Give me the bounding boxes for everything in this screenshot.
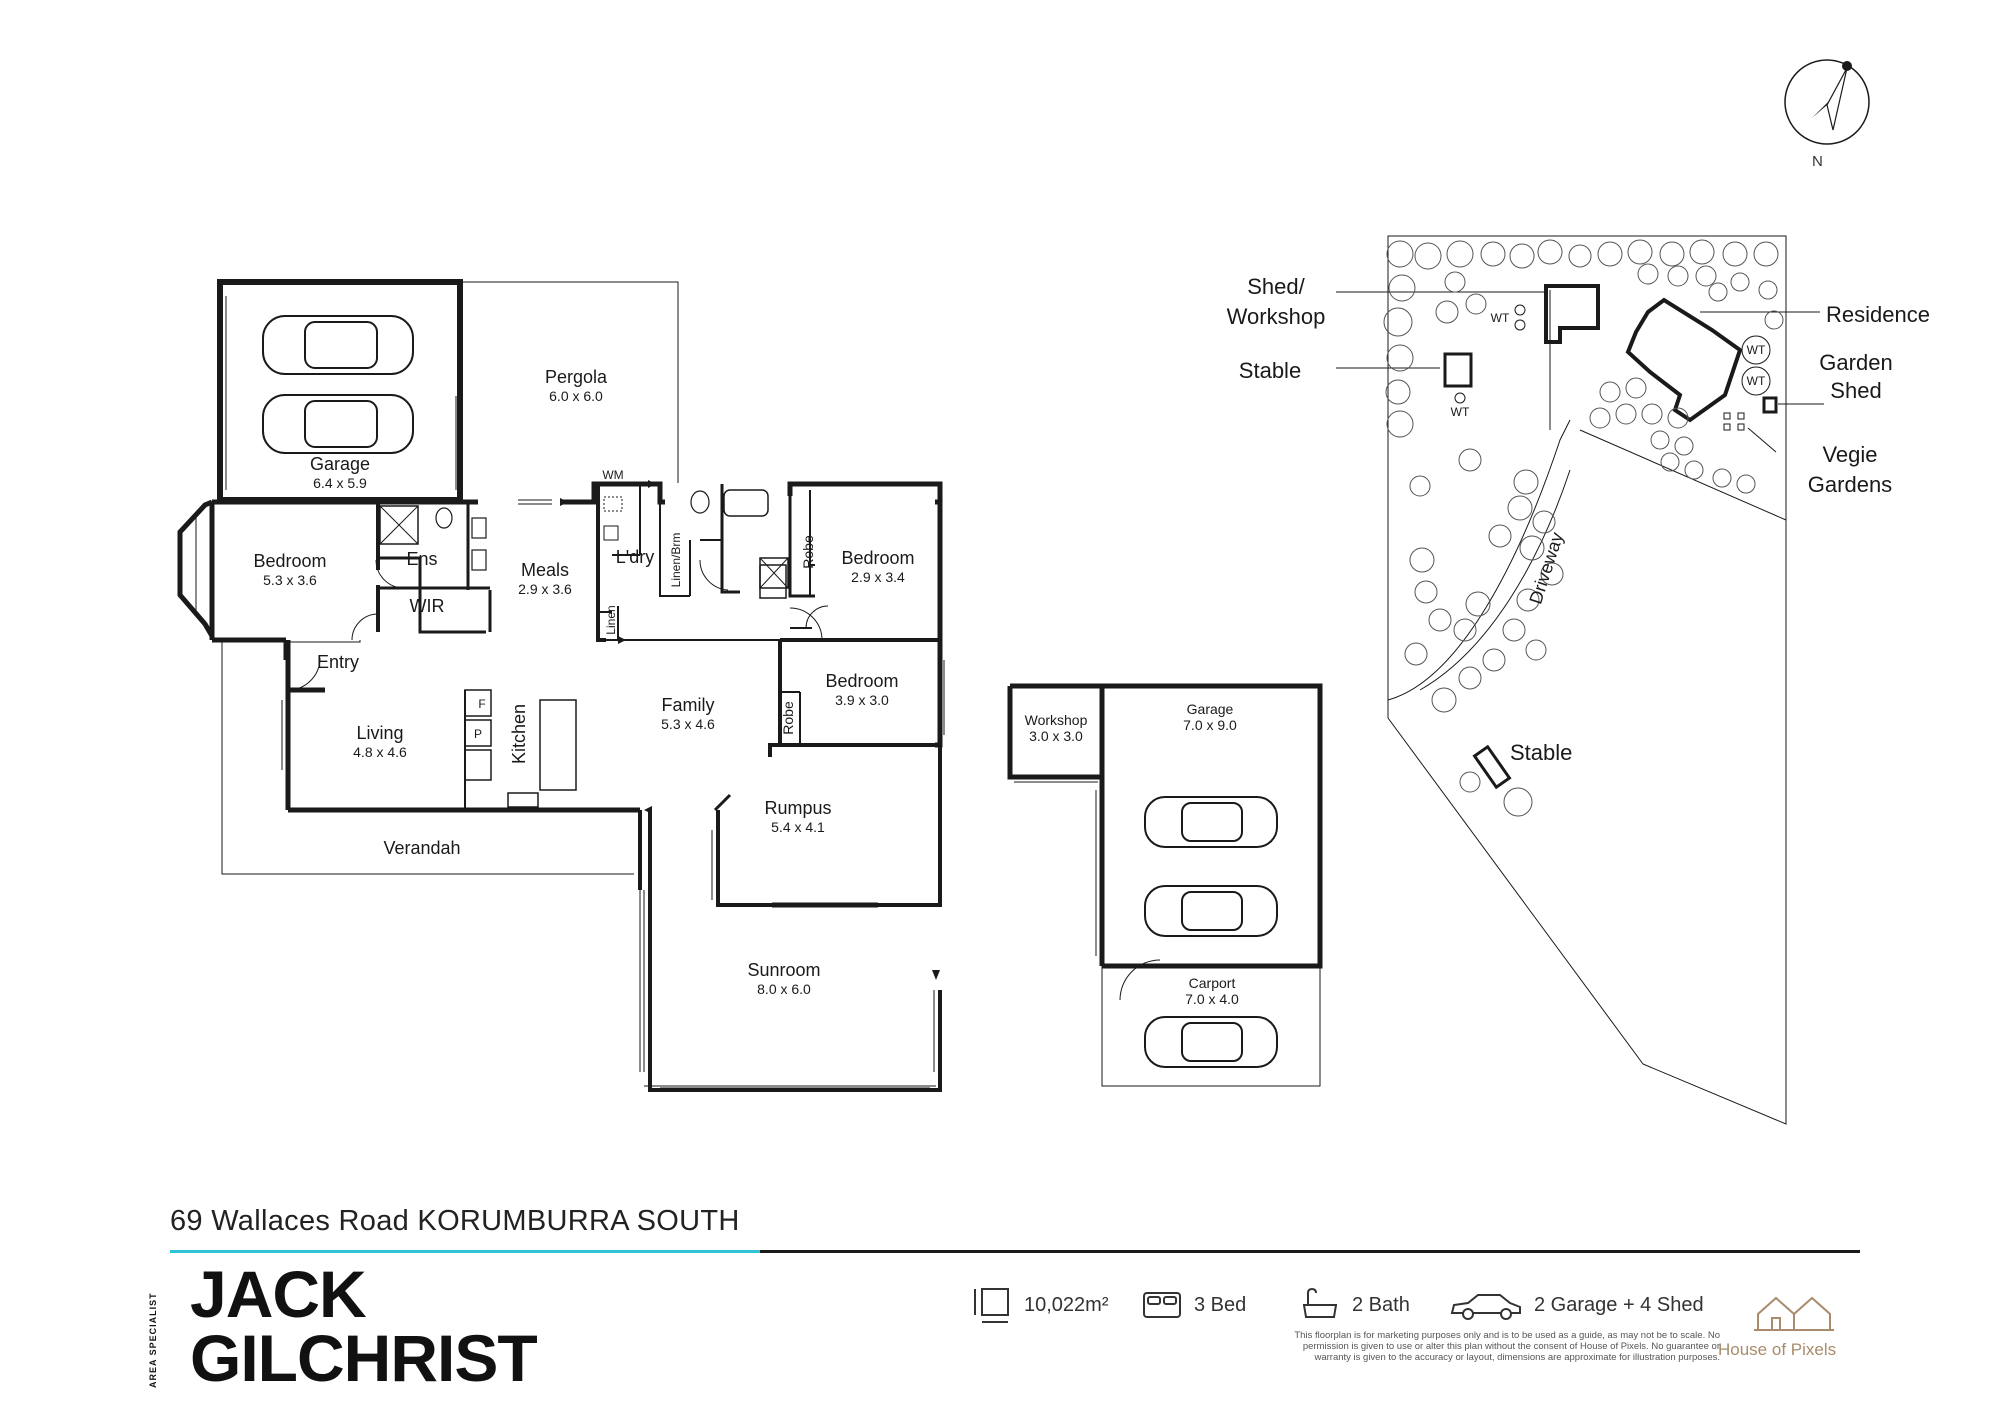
room-dims: 7.0 x 4.0 — [1185, 991, 1239, 1007]
label-vegie-gardens-1: Vegie — [1822, 442, 1877, 467]
stable-shape — [1472, 744, 1512, 790]
agent-last-name: GILCHRIST — [190, 1321, 538, 1395]
room-name: Bedroom — [825, 671, 898, 691]
label-garden-shed-1: Garden — [1819, 350, 1892, 375]
disclaimer-text: This floorplan is for marketing purposes… — [1294, 1330, 1720, 1363]
room-dims: 6.4 x 5.9 — [313, 475, 367, 491]
agent-logo: JACK GILCHRIST — [190, 1257, 538, 1395]
label-shed-workshop-2: Workshop — [1227, 304, 1326, 329]
room-name: Family — [662, 695, 715, 715]
room-name: Entry — [317, 652, 359, 672]
room-name: Rumpus — [764, 798, 831, 818]
room-dims: 4.8 x 4.6 — [353, 744, 407, 760]
bed-icon — [1143, 1292, 1181, 1318]
stat-beds: 3 Bed — [1140, 1283, 1246, 1327]
stat-parking: 2 Garage + 4 Shed — [1448, 1283, 1704, 1327]
kitchen-label: Kitchen — [509, 704, 529, 764]
trees — [1383, 239, 1784, 817]
room-dims: 7.0 x 9.0 — [1183, 717, 1237, 733]
car-icon — [1144, 1016, 1278, 1068]
car-icon — [262, 315, 414, 375]
room-dims: 3.9 x 3.0 — [835, 692, 889, 708]
room-name: Garage — [310, 454, 370, 474]
room-dims: 6.0 x 6.0 — [549, 388, 603, 404]
agent-tagline: AREA SPECIALIST — [148, 1292, 158, 1388]
room-dims: 3.0 x 3.0 — [1029, 728, 1083, 744]
car-icon — [1144, 796, 1278, 848]
outbuilding-plan — [1007, 683, 1323, 1087]
stat-parking-value: 2 Garage + 4 Shed — [1534, 1293, 1704, 1316]
label-vegie-gardens-2: Gardens — [1808, 472, 1892, 497]
linen-brm-label: Linen/Brm — [669, 533, 683, 588]
room-dims: 5.3 x 4.6 — [661, 716, 715, 732]
room-dims: 8.0 x 6.0 — [757, 981, 811, 997]
pergola-outline — [460, 281, 679, 483]
room-name: Sunroom — [747, 960, 820, 980]
residence-shape — [1625, 297, 1743, 423]
wm-label: WM — [602, 468, 623, 482]
room-dims: 2.9 x 3.6 — [518, 581, 572, 597]
robe-label: Robe — [800, 535, 816, 569]
room-name: Bedroom — [841, 548, 914, 568]
room-name: Meals — [521, 560, 569, 580]
linen-label: Linen — [604, 605, 618, 634]
garden-shed-shape — [1762, 396, 1778, 414]
label-garden-shed-2: Shed — [1830, 378, 1881, 403]
footer-accent-bar — [170, 1250, 760, 1253]
room-name: Pergola — [545, 367, 608, 387]
car-icon — [1450, 1294, 1521, 1320]
car-icon — [1144, 885, 1278, 937]
shed-workshop-shape — [1544, 284, 1600, 344]
site-plan — [1336, 235, 1824, 1125]
compass-north-label: N — [1812, 153, 1823, 170]
label-wt: WT — [1451, 405, 1470, 419]
room-name: Carport — [1189, 975, 1236, 991]
stat-land: 10,022m² — [970, 1283, 1109, 1327]
car-icon — [262, 394, 414, 454]
property-boundary — [1387, 235, 1787, 1125]
room-dims: 5.4 x 4.1 — [771, 819, 825, 835]
brand-name: House of Pixels — [1718, 1340, 1837, 1359]
room-labels: Garage 6.4 x 5.9 Pergola 6.0 x 6.0 Bedro… — [253, 367, 1239, 1007]
robe-label: Robe — [780, 701, 796, 735]
room-name: Ens — [406, 549, 437, 569]
label-stable: Stable — [1239, 358, 1301, 383]
verandah-outline — [221, 640, 634, 875]
label-wt: WT — [1491, 311, 1510, 325]
room-name: Bedroom — [253, 551, 326, 571]
label-wt: WT — [1747, 374, 1766, 388]
stable-shape — [1443, 352, 1473, 388]
room-name: WIR — [410, 596, 445, 616]
property-address: 69 Wallaces Road KORUMBURRA SOUTH — [170, 1205, 740, 1237]
stat-baths-value: 2 Bath — [1352, 1293, 1410, 1316]
bath-icon — [1302, 1287, 1338, 1318]
room-name: L'dry — [616, 547, 654, 567]
label-wt: WT — [1747, 343, 1766, 357]
compass-icon — [1784, 59, 1870, 145]
room-name: Garage — [1187, 701, 1234, 717]
label-residence: Residence — [1826, 302, 1930, 327]
house-of-pixels-logo-icon — [1754, 1296, 1834, 1331]
stat-baths: 2 Bath — [1298, 1283, 1410, 1327]
room-dims: 2.9 x 3.4 — [851, 569, 905, 585]
room-name: Verandah — [383, 838, 460, 858]
site-labels: Shed/ Workshop Stable Residence Garden S… — [1227, 274, 1930, 765]
label-stable-2: Stable — [1510, 740, 1572, 765]
pantry-label: P — [474, 727, 482, 741]
label-shed-workshop-1: Shed/ — [1247, 274, 1305, 299]
room-dims: 5.3 x 3.6 — [263, 572, 317, 588]
agent-first-name: JACK — [190, 1257, 367, 1331]
stat-beds-value: 3 Bed — [1194, 1293, 1247, 1316]
room-name: Workshop — [1025, 712, 1088, 728]
footer-divider — [170, 1250, 1860, 1253]
fridge-label: F — [478, 697, 485, 711]
room-name: Living — [356, 723, 403, 743]
land-area-icon — [974, 1288, 1009, 1323]
car-icons — [262, 315, 414, 454]
stat-land-value: 10,022m² — [1024, 1293, 1109, 1316]
